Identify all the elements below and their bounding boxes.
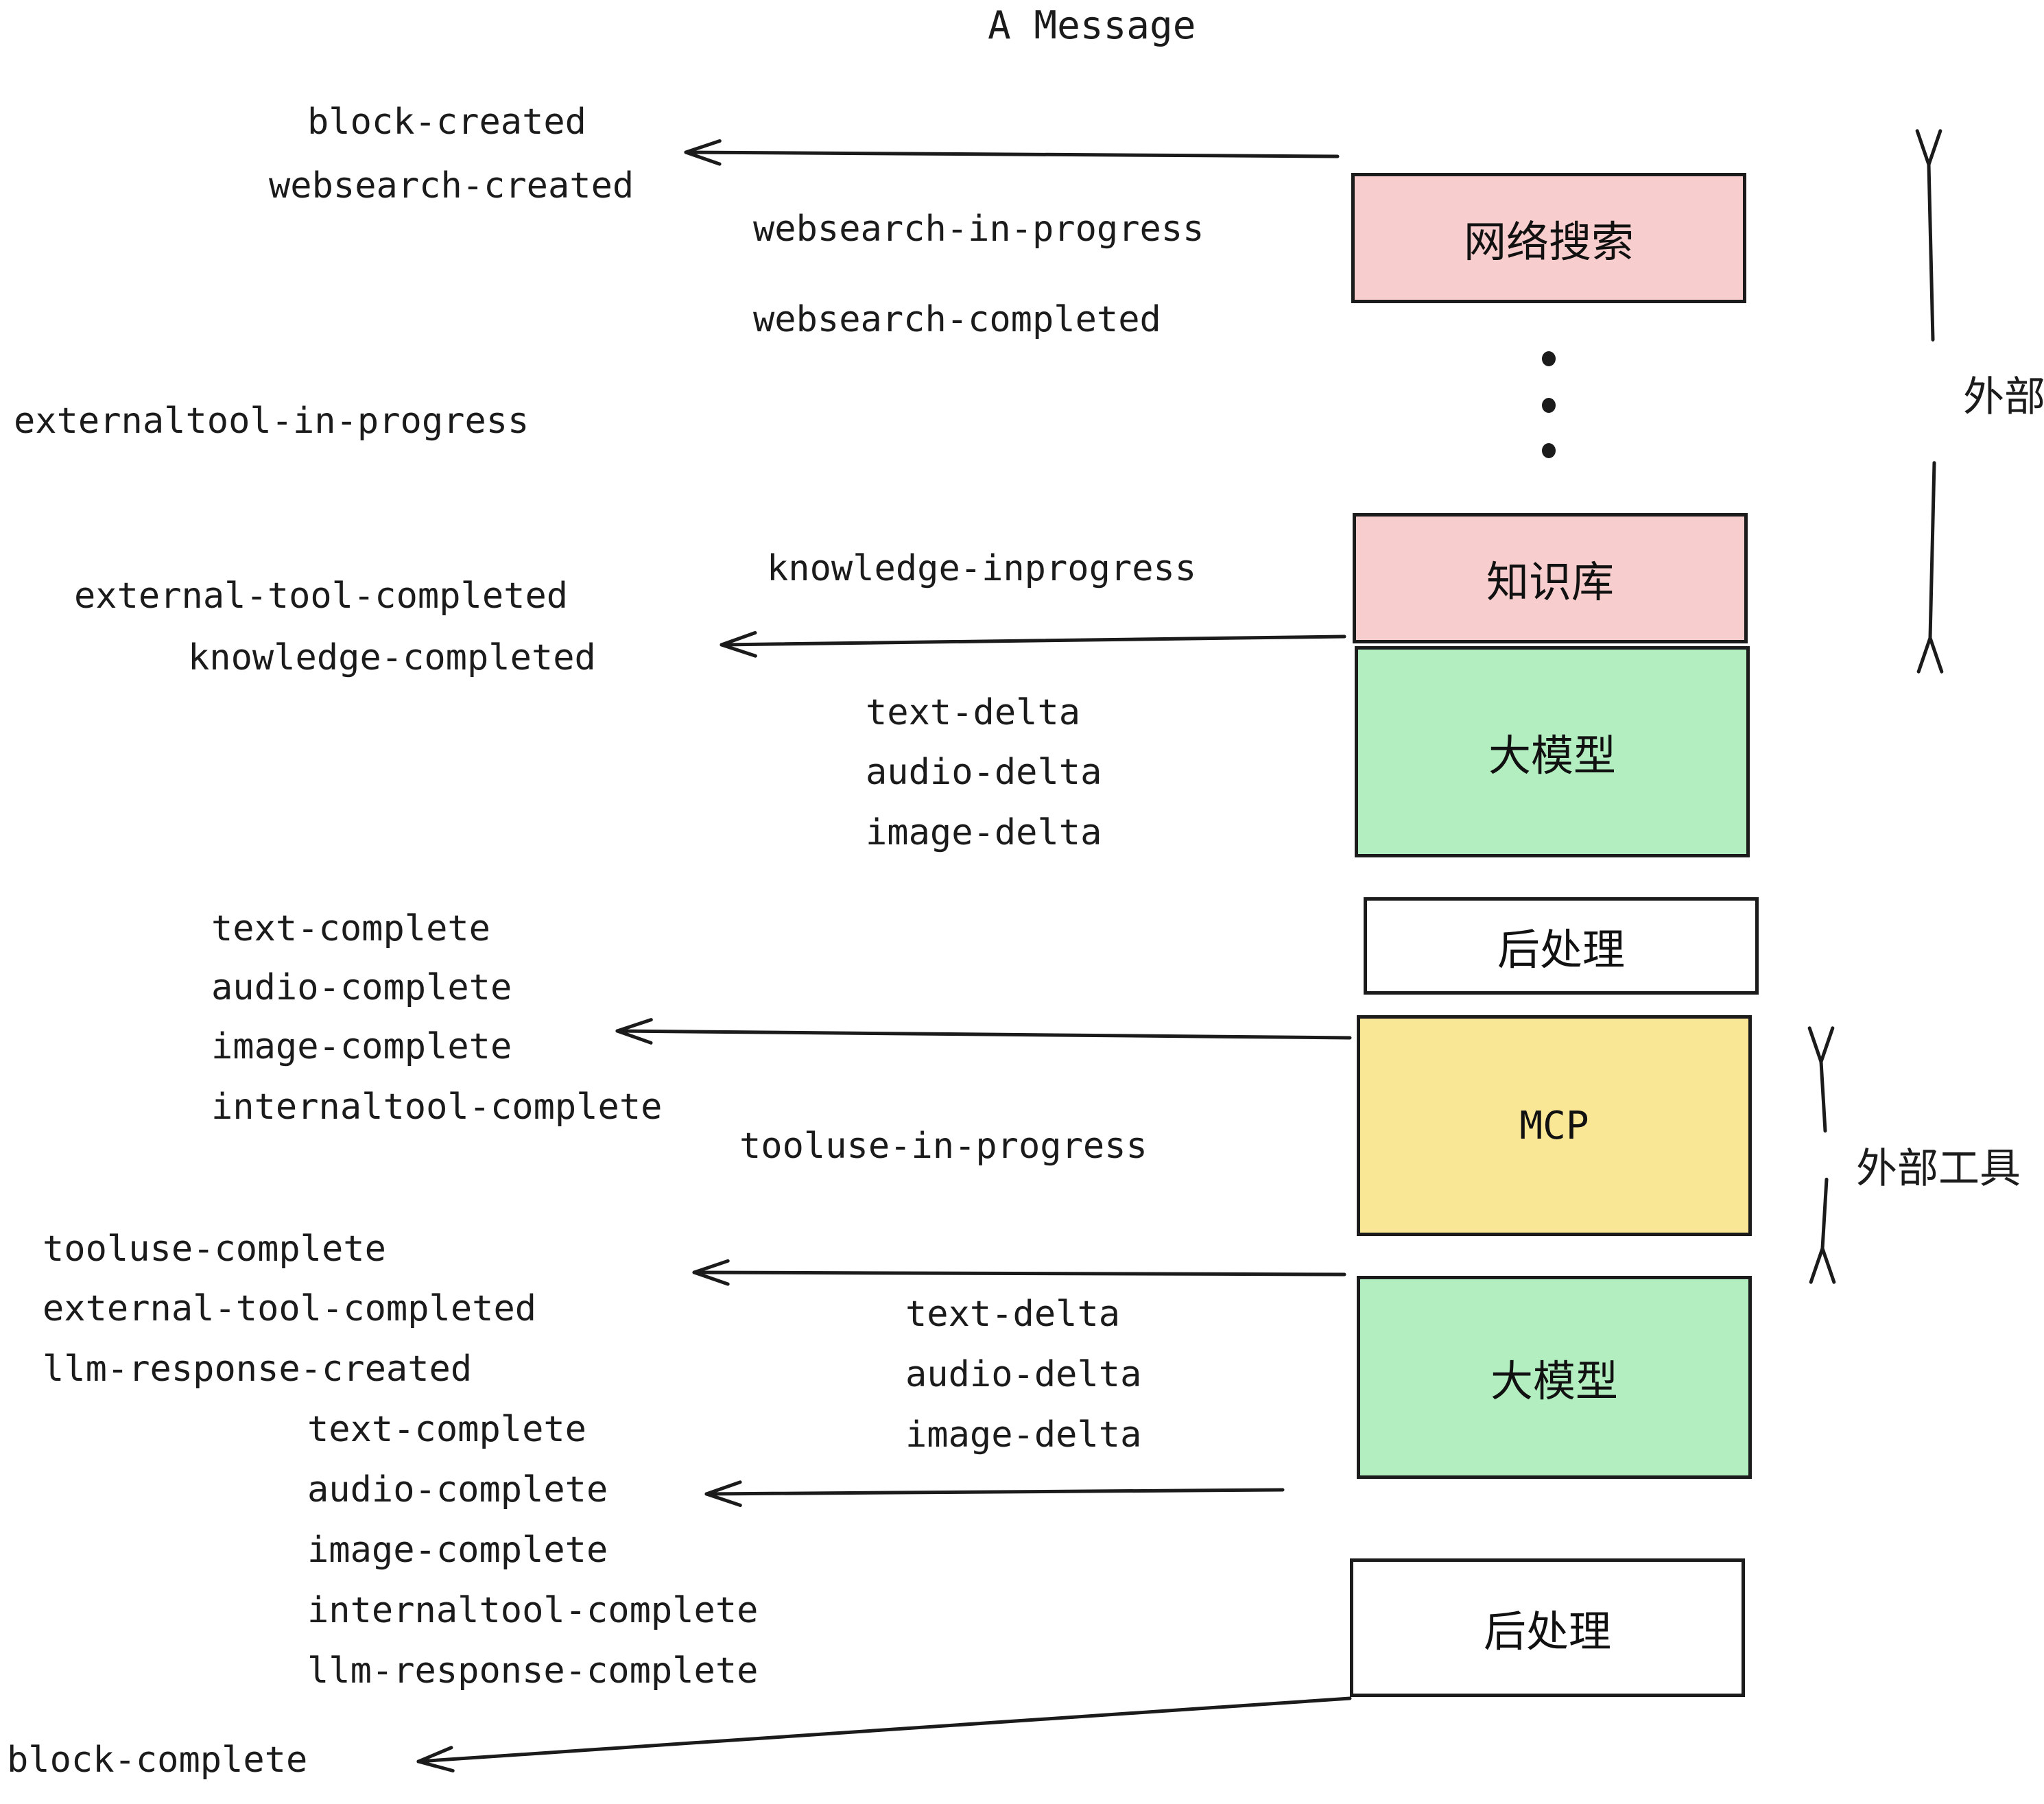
event-label-block-created: block-created bbox=[307, 102, 586, 143]
external-tool-bottom-label: 外部工具 bbox=[1856, 1145, 2021, 1193]
box-knowledge: 知识库 bbox=[1353, 513, 1748, 643]
ellipsis-dot-icon bbox=[1542, 443, 1556, 458]
event-label-llm-response-created: llm-response-created bbox=[43, 1349, 473, 1390]
box-post-1: 后处理 bbox=[1364, 897, 1759, 995]
page-title: A Message bbox=[988, 3, 1196, 48]
event-label-text-delta-2: text-delta bbox=[905, 1294, 1121, 1335]
event-label-websearch-completed: websearch-completed bbox=[753, 299, 1161, 340]
box-label: 大模型 bbox=[1490, 1356, 1618, 1406]
event-label-text-complete-1: text-complete bbox=[211, 908, 490, 949]
event-label-external-tool-completed-1: external-tool-completed bbox=[74, 575, 569, 617]
event-label-knowledge-inprogress: knowledge-inprogress bbox=[767, 548, 1197, 589]
event-label-internaltool-complete-2: internaltool-complete bbox=[307, 1590, 759, 1631]
box-mcp: MCP bbox=[1357, 1015, 1752, 1236]
box-label: 知识库 bbox=[1486, 557, 1614, 607]
event-label-externaltool-in-progress: externaltool-in-progress bbox=[14, 401, 530, 442]
event-label-audio-complete-2: audio-complete bbox=[307, 1469, 608, 1510]
event-label-image-complete-2: image-complete bbox=[307, 1530, 608, 1571]
arrow-image-complete bbox=[615, 1018, 1352, 1045]
event-label-tooluse-in-progress: tooluse-in-progress bbox=[739, 1126, 1148, 1167]
box-llm-1: 大模型 bbox=[1355, 646, 1750, 857]
event-label-block-complete: block-complete bbox=[7, 1740, 308, 1781]
arrow-block-complete bbox=[416, 1696, 1352, 1772]
arrow-block-created bbox=[684, 139, 1340, 166]
box-label: 后处理 bbox=[1483, 1606, 1611, 1657]
external-tool-top-arrow-icon bbox=[1915, 129, 1944, 674]
event-label-audio-delta-1: audio-delta bbox=[866, 752, 1102, 793]
event-label-tooluse-complete: tooluse-complete bbox=[43, 1229, 386, 1270]
event-label-websearch-created: websearch-created bbox=[269, 165, 634, 206]
event-label-audio-delta-2: audio-delta bbox=[905, 1354, 1142, 1395]
event-label-internaltool-complete-1: internaltool-complete bbox=[211, 1087, 663, 1128]
external-tool-bottom-arrow-icon bbox=[1807, 1026, 1836, 1284]
box-websearch: 网络搜索 bbox=[1351, 173, 1746, 303]
event-label-audio-complete-1: audio-complete bbox=[211, 967, 512, 1008]
event-label-external-tool-completed-2: external-tool-completed bbox=[43, 1288, 537, 1329]
event-label-text-complete-2: text-complete bbox=[307, 1409, 586, 1450]
event-label-image-delta-1: image-delta bbox=[866, 812, 1102, 853]
event-label-text-delta-1: text-delta bbox=[866, 692, 1081, 733]
event-label-websearch-in-progress: websearch-in-progress bbox=[753, 209, 1204, 250]
box-label: 网络搜索 bbox=[1463, 217, 1634, 267]
box-llm-2: 大模型 bbox=[1357, 1276, 1752, 1479]
event-label-llm-response-complete: llm-response-complete bbox=[307, 1650, 759, 1692]
box-label: 大模型 bbox=[1488, 731, 1616, 781]
arrow-audio-complete bbox=[704, 1480, 1285, 1507]
event-label-image-delta-2: image-delta bbox=[905, 1414, 1142, 1456]
box-post-2: 后处理 bbox=[1350, 1558, 1745, 1697]
event-label-knowledge-completed: knowledge-completed bbox=[188, 637, 596, 678]
ellipsis-dot-icon bbox=[1542, 351, 1556, 366]
ellipsis-dot-icon bbox=[1542, 398, 1556, 413]
arrow-tooluse-complete bbox=[692, 1259, 1346, 1286]
external-tool-top-label: 外部工具 bbox=[1963, 373, 2044, 421]
event-label-image-complete-1: image-complete bbox=[211, 1026, 512, 1067]
box-label: MCP bbox=[1519, 1103, 1589, 1148]
box-label: 后处理 bbox=[1497, 925, 1625, 975]
arrow-knowledge-completed bbox=[720, 631, 1346, 658]
